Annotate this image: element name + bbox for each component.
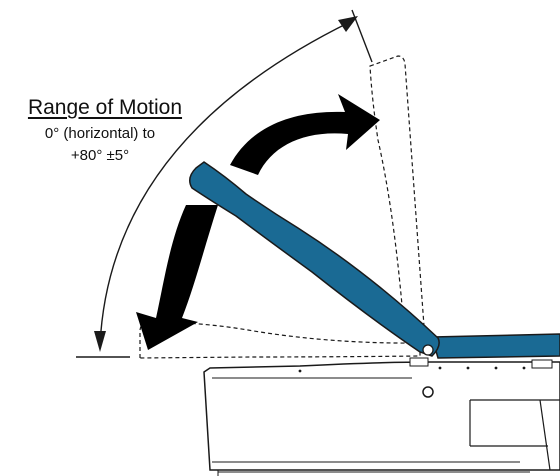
range-of-motion-end: +80° ±5° (70, 147, 130, 164)
backrest-flat-ghost (139, 321, 421, 359)
lower-arrow (136, 205, 218, 350)
seat-section (431, 333, 560, 359)
range-arc-arrowhead-bottom (94, 331, 106, 352)
raise-arrow (230, 94, 380, 175)
backrest-upright-ghost (369, 55, 426, 343)
hinge (422, 344, 434, 356)
range-arc (99, 21, 351, 346)
range-of-motion-start: 0° (horizontal) to (44, 125, 156, 142)
backrest-section (189, 161, 440, 357)
table-base (203, 357, 560, 476)
range-arc-arrowhead-top (338, 16, 358, 32)
range-of-motion-title: Range of Motion (27, 96, 183, 119)
